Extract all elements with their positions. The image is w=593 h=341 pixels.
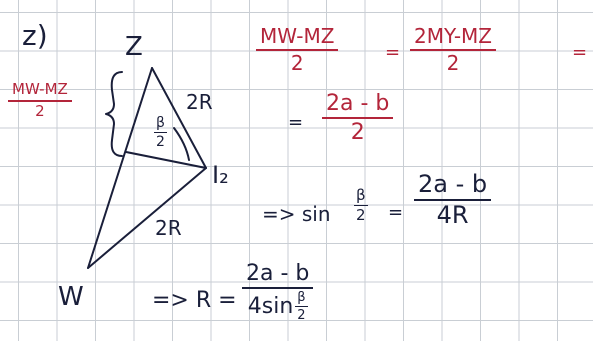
side-lower-label: 2R [155,216,182,240]
eq4-angle-fraction: β 2 [295,290,308,323]
angle-label: β 2 [154,115,167,150]
eq1-equals: = [385,42,401,63]
bracket-fraction: MW-MZ 2 [8,81,72,120]
eq3-angle-fraction: β 2 [354,186,368,224]
part-label: z) [22,19,48,52]
vertex-w-label: W [58,282,84,312]
vertex-i2-label: I₂ [212,161,229,189]
eq3-equals: = [388,202,404,223]
brace [105,71,123,157]
eq3-fraction: 2a - b 4R [414,171,492,228]
eq3-prefix: => sin [262,202,331,226]
eq4-den-text: 4sin [247,294,294,320]
eq4-prefix: => R = [152,288,237,313]
eq1-rhs-fraction: 2MY-MZ 2 [410,26,496,74]
eq2-fraction: 2a - b 2 [322,92,394,144]
eq4-fraction: 2a - b 4sin β 2 [242,262,314,323]
side-z-w [87,67,153,269]
side-z-i2 [151,67,207,169]
vertex-z-label: Z [125,32,143,62]
side-i2-w [87,167,207,269]
side-upper-label: 2R [186,90,213,114]
eq1-trailing-equals: = [572,42,588,63]
eq1-lhs-fraction: MW-MZ 2 [256,26,339,74]
segment-chord [125,151,207,169]
eq2-equals: = [288,112,304,133]
angle-arc [173,127,190,161]
